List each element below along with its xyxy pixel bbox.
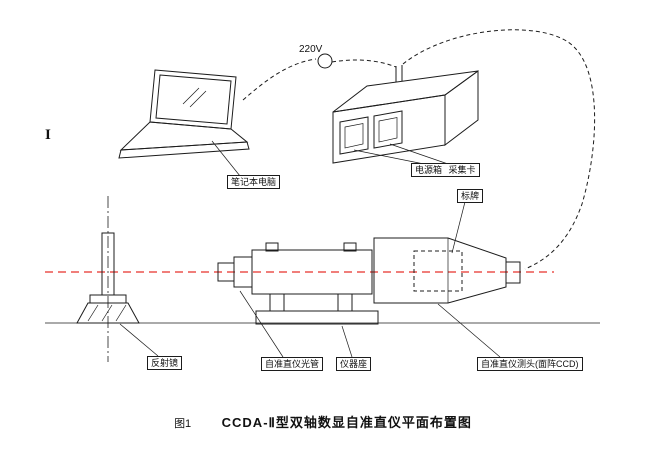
label-collimator-tube: 自准直仪光管	[261, 357, 324, 372]
laptop-drawing	[118, 69, 250, 159]
label-reflector: 反射镜	[147, 356, 183, 371]
collimator-head-drawing	[373, 237, 521, 304]
instrument-base-drawing	[255, 310, 379, 325]
label-nameplate-text: 标牌	[461, 191, 480, 201]
label-collimator-head-text: 自准直仪测头(面阵CCD)	[481, 359, 579, 369]
label-collimator-head: 自准直仪测头(面阵CCD)	[477, 357, 583, 372]
nameplate-area	[413, 250, 463, 292]
label-collimator-tube-text: 自准直仪光管	[265, 359, 320, 369]
label-laptop-text: 笔记本电脑	[231, 177, 277, 187]
label-power-box-text: 电源箱	[415, 165, 443, 175]
label-capture-card-text: 采集卡	[448, 165, 476, 175]
label-power-capture: 电源箱 采集卡	[411, 163, 480, 178]
collimator-tube-drawing	[217, 242, 379, 325]
label-laptop: 笔记本电脑	[227, 175, 281, 190]
figure-number: 图1	[174, 418, 192, 430]
left-margin-mark: I	[45, 127, 51, 143]
label-reflector-text: 反射镜	[151, 358, 179, 368]
label-instrument-base: 仪器座	[336, 357, 372, 372]
power-box-drawing	[332, 65, 479, 164]
cable-curves	[242, 29, 596, 270]
label-instrument-base-text: 仪器座	[340, 359, 368, 369]
figure-caption: 图1 CCDA-Ⅱ型双轴数显自准直仪平面布置图	[0, 412, 646, 432]
figure-title: CCDA-Ⅱ型双轴数显自准直仪平面布置图	[221, 415, 472, 430]
label-nameplate: 标牌	[457, 189, 484, 204]
reflector-drawing	[76, 232, 140, 324]
power-plug-icon	[317, 53, 333, 69]
voltage-label: 220V	[299, 44, 323, 55]
leader-lines	[119, 140, 501, 358]
